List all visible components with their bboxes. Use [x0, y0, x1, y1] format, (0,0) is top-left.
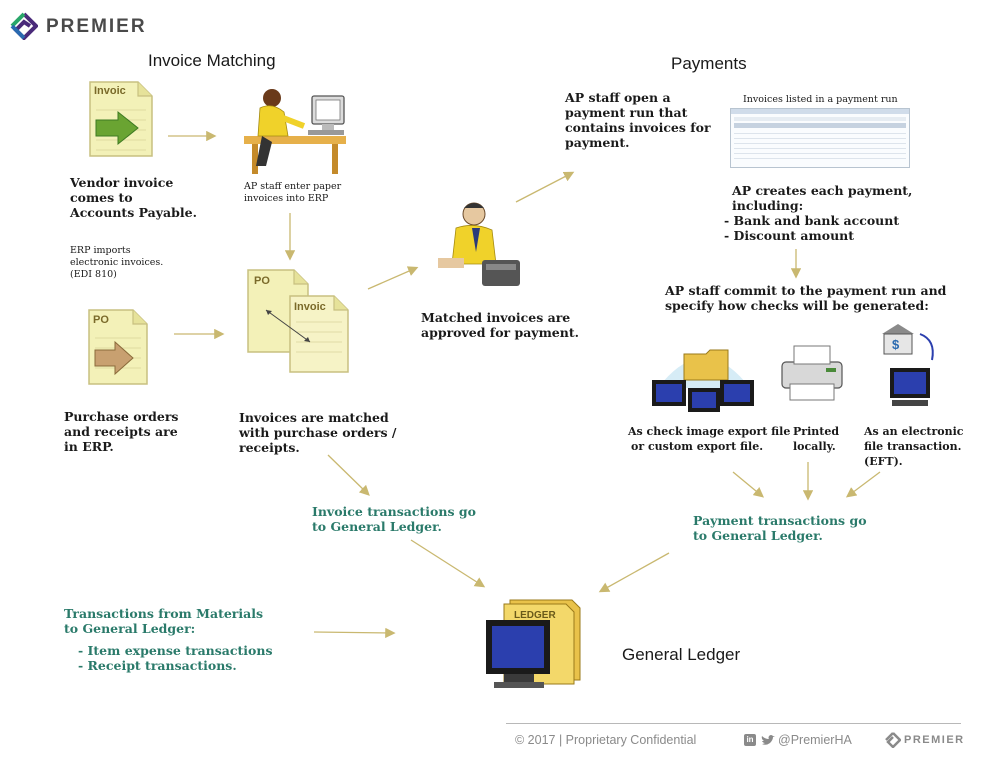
list-item: - Item expense transactions — [78, 643, 273, 658]
check-export-icon — [652, 349, 754, 412]
general-ledger-title: General Ledger — [622, 645, 741, 664]
footer-premier-logo-icon — [885, 732, 901, 748]
linkedin-icon[interactable]: in — [744, 734, 756, 746]
svg-text:PO: PO — [254, 275, 270, 287]
printer-icon — [781, 345, 843, 401]
matched-documents-icon: PO Invoic — [247, 269, 349, 373]
footer-premier-logo-text: PREMIER — [904, 734, 965, 746]
ap-commit-label: AP staff commit to the payment run and s… — [665, 283, 947, 313]
footer-social-handle[interactable]: @PremierHA — [778, 733, 852, 747]
erp-imports-label: ERP imports electronic invoices. (EDI 81… — [70, 245, 164, 280]
approver-on-phone-icon — [438, 202, 520, 286]
premier-logo-text: PREMIER — [46, 16, 147, 37]
check-image-label: As check image export file or custom exp… — [628, 425, 791, 453]
invoice-document-icon: Invoic — [89, 81, 153, 157]
invoices-matched-label: Invoices are matched with purchase order… — [239, 410, 397, 455]
twitter-icon[interactable] — [761, 735, 775, 747]
premier-logo: PREMIER — [10, 12, 150, 42]
payment-run-screenshot — [730, 108, 910, 168]
payments-title: Payments — [671, 54, 747, 73]
invoice-matching-title: Invoice Matching — [148, 51, 276, 70]
materials-items-list: - Item expense transactions - Receipt tr… — [78, 643, 273, 673]
materials-tx-label: Transactions from Materials to General L… — [64, 606, 264, 636]
premier-logo-icon — [10, 12, 38, 40]
payment-tx-label: Payment transactions go to General Ledge… — [693, 513, 867, 543]
svg-text:Invoic: Invoic — [94, 85, 126, 97]
svg-text:LEDGER: LEDGER — [514, 610, 556, 621]
purchase-orders-label: Purchase orders and receipts are in ERP. — [64, 409, 179, 454]
list-item: - Receipt transactions. — [78, 658, 237, 673]
svg-text:PO: PO — [93, 314, 109, 326]
ledger-computer-icon: LEDGER — [486, 599, 581, 688]
footer-copyright: © 2017 | Proprietary Confidential — [515, 733, 697, 747]
vendor-invoice-label: Vendor invoice comes to Accounts Payable… — [70, 175, 197, 220]
printed-label: Printed locally. — [793, 425, 840, 453]
po-document-icon: PO — [88, 309, 148, 385]
matched-approved-label: Matched invoices are approved for paymen… — [421, 310, 579, 340]
ap-open-run-label: AP staff open a payment run that contain… — [565, 90, 711, 150]
invoices-listed-caption: Invoices listed in a payment run — [743, 94, 898, 105]
eft-bank-icon: $ — [882, 324, 934, 406]
ap-staff-enter-label: AP staff enter paper invoices into ERP — [244, 181, 342, 204]
svg-text:Invoic: Invoic — [294, 301, 326, 313]
electronic-label: As an electronic file transaction. (EFT)… — [864, 425, 964, 468]
footer-divider — [506, 723, 961, 724]
svg-text:$: $ — [892, 337, 900, 352]
staff-at-computer-icon — [244, 89, 346, 174]
ap-creates-label: AP creates each payment, including: - Ba… — [724, 183, 913, 243]
invoice-tx-label: Invoice transactions go to General Ledge… — [312, 504, 476, 534]
